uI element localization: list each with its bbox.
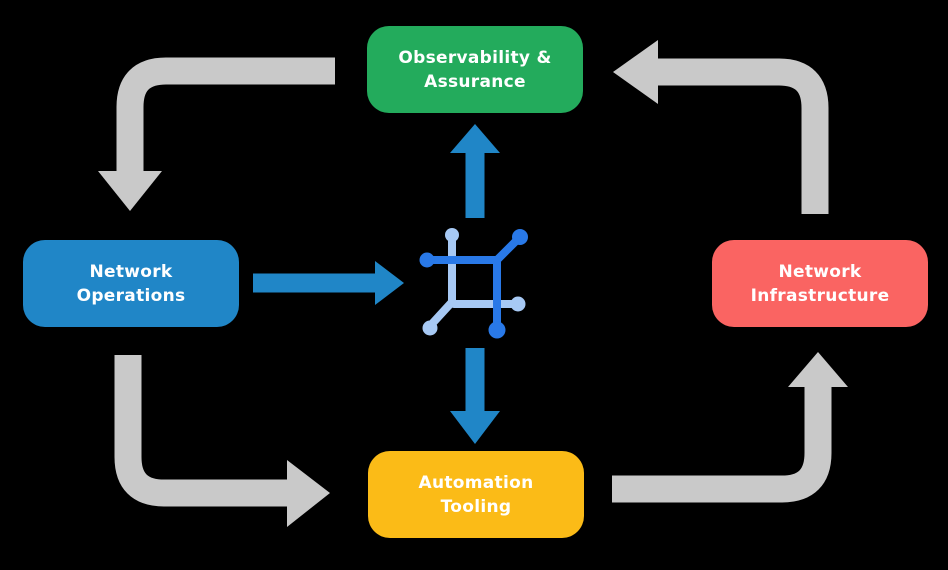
arrow-shaft	[114, 355, 288, 507]
network-mesh-icon	[419, 228, 528, 339]
arrow-shaft	[657, 58, 829, 214]
node-network-infrastructure: Network Infrastructure	[712, 240, 928, 327]
icon-dark-strokes	[425, 235, 522, 332]
arrow-center-to-tooling	[450, 348, 500, 444]
arrow-head-down	[450, 411, 500, 444]
arrow-head-up	[788, 352, 848, 387]
node-label: Network Operations	[76, 261, 186, 306]
arrow-shaft	[612, 386, 832, 503]
arrow-head-up	[450, 124, 500, 153]
arrow-infrastructure-to-observability	[613, 40, 829, 214]
node-label: Network Infrastructure	[750, 261, 890, 306]
arrow-head-down	[98, 171, 162, 211]
node-label: Automation Tooling	[418, 472, 534, 517]
icon-dark-nodes	[419, 229, 528, 339]
icon-light-nodes	[422, 228, 526, 336]
node-automation-tooling: Automation Tooling	[368, 451, 584, 538]
arrow-observability-to-operations	[98, 57, 335, 211]
arrow-center-to-observability	[450, 124, 500, 218]
arrow-shaft	[116, 57, 335, 172]
arrow-operations-to-tooling	[114, 355, 330, 527]
arrow-tooling-to-infrastructure	[612, 352, 848, 503]
node-observability-assurance: Observability & Assurance	[367, 26, 583, 113]
arrow-head-right	[287, 460, 330, 527]
arrow-head-right	[375, 261, 404, 305]
arrow-operations-to-center	[253, 261, 404, 305]
arrow-head-left	[613, 40, 658, 104]
node-label: Observability & Assurance	[398, 47, 552, 92]
node-network-operations: Network Operations	[23, 240, 239, 327]
